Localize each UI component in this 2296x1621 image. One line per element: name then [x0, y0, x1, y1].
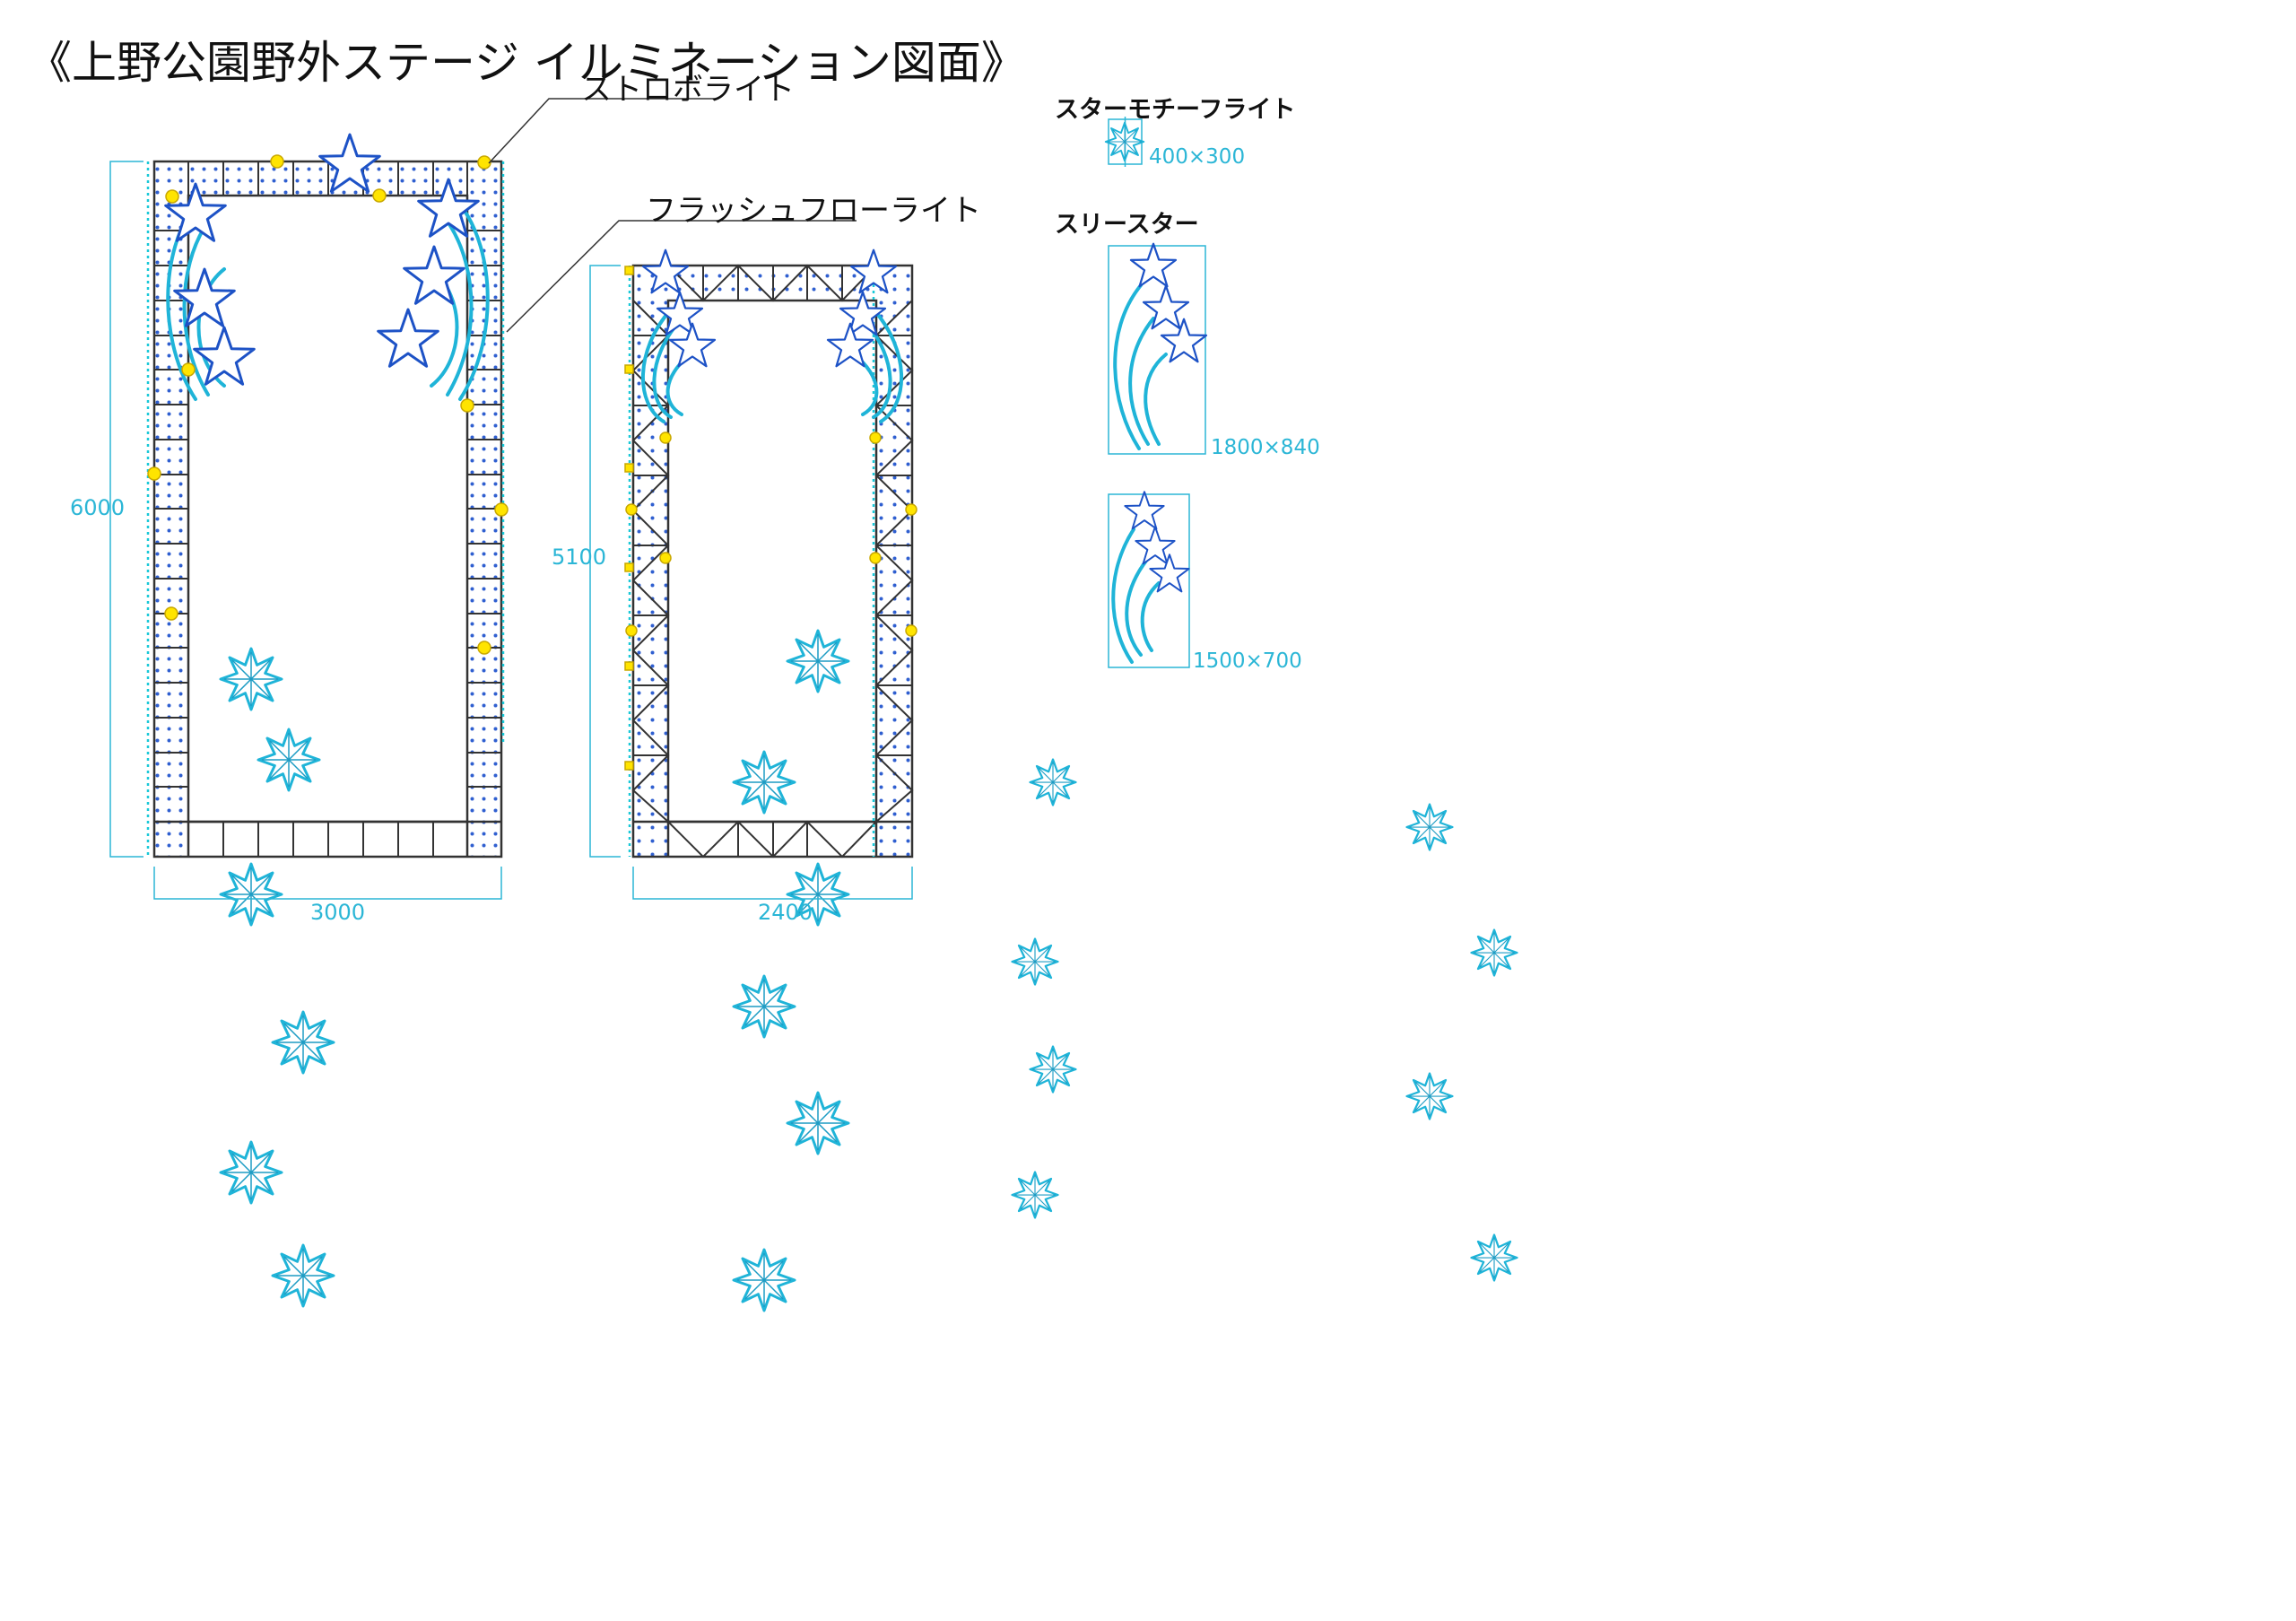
dim-frame-a-height-label: 6000 — [70, 495, 126, 520]
strobe-light-label: ストロボライト — [581, 72, 795, 108]
frame-a-outer — [152, 160, 503, 858]
frame-b-top-truss — [667, 264, 877, 302]
star-motif-icon — [219, 862, 283, 927]
strobe-light-icon — [372, 188, 387, 203]
strobe-light-icon — [624, 761, 634, 771]
star-motif-icon — [1470, 1233, 1518, 1282]
frame-b-bottom-truss — [667, 820, 877, 858]
frame-a — [146, 133, 850, 1312]
frame-a-bottom-cells — [222, 822, 434, 857]
strobe-light-icon — [869, 431, 882, 444]
strobe-light-icon — [624, 661, 634, 671]
strobe-light-icon — [869, 552, 882, 564]
strobe-light-icon — [164, 606, 178, 621]
strobe-light-icon — [625, 503, 638, 516]
dim-frame-a-width-label: 3000 — [310, 900, 366, 925]
strobe-leader — [488, 98, 718, 164]
star-icon — [403, 245, 465, 305]
strobe-light-icon — [624, 266, 634, 275]
flash-flow-light-label: フラッシュフローライト — [646, 193, 981, 229]
legend-three-star-large — [1108, 242, 1208, 455]
strobe-light-icon — [477, 155, 491, 170]
legend-three-star-heading: スリースター — [1055, 211, 1199, 239]
star-icon — [1160, 318, 1208, 363]
star-motif-icon — [257, 728, 321, 792]
star-motif-icon — [732, 750, 796, 815]
strobe-light-icon — [165, 189, 179, 204]
strobe-light-icon — [624, 562, 634, 572]
dim-frame-b-height-label: 5100 — [552, 545, 607, 570]
star-motif-icon — [1405, 1072, 1454, 1120]
frame-a-strobe-lights — [147, 154, 509, 655]
dim-frame-b-height — [589, 265, 621, 858]
legend-three-star-small-size: 1500×700 — [1193, 649, 1302, 673]
strobe-light-icon — [624, 364, 634, 374]
strobe-light-icon — [270, 154, 284, 169]
strobe-light-icon — [659, 431, 672, 444]
star-motif-icon — [1029, 1045, 1077, 1094]
strobe-light-icon — [625, 624, 638, 637]
strobe-light-icon — [494, 502, 509, 517]
strobe-light-icon — [147, 466, 161, 481]
strobe-light-icon — [477, 641, 491, 655]
star-icon — [668, 322, 717, 368]
star-icon — [1124, 491, 1165, 530]
legend-three-star-large-size: 1800×840 — [1211, 436, 1320, 459]
three-star-icon — [1113, 283, 1168, 450]
dim-frame-a-width — [153, 867, 502, 900]
strobe-light-icon — [460, 398, 474, 413]
three-star-icon — [1111, 527, 1161, 664]
callout-leaders — [488, 98, 857, 333]
legend-star-motif-sample — [1104, 117, 1145, 167]
frame-b-strobe-lights — [624, 266, 918, 771]
star-motif-icon — [732, 1248, 796, 1312]
dimension-lines — [109, 161, 913, 900]
star-icon — [826, 322, 874, 368]
star-motif-icon — [271, 1243, 335, 1308]
star-motif-icon — [1011, 937, 1059, 986]
star-motif-icon — [1470, 928, 1518, 977]
strobe-light-icon — [624, 463, 634, 473]
frame-b-left-truss — [631, 300, 670, 823]
star-motif-icon — [786, 1091, 850, 1155]
strobe-light-icon — [905, 503, 918, 516]
star-motif-icon — [219, 1140, 283, 1205]
star-motif-icon — [1405, 803, 1454, 851]
legend-three-star-small — [1108, 491, 1190, 668]
frame-a-top-cells — [187, 161, 468, 196]
frame-a-star-motifs — [219, 629, 850, 1312]
frame-b — [624, 248, 1518, 1282]
dim-frame-a-height — [109, 161, 144, 858]
frame-b-left-led-fill — [633, 301, 668, 857]
frame-b-inner — [666, 299, 878, 824]
frame-b-right-truss — [874, 300, 914, 823]
strobe-light-icon — [905, 624, 918, 637]
star-motif-icon — [1011, 1171, 1059, 1219]
strobe-light-icon — [181, 362, 196, 377]
star-motif-icon — [219, 647, 283, 711]
flash-flow-leader — [506, 220, 857, 333]
star-motif-icon — [1029, 758, 1077, 806]
star-motif-icon — [271, 1010, 335, 1075]
star-motif-icon — [1104, 121, 1145, 162]
page-title: 《上野公園野外ステージ イルミネーション図面》 — [27, 37, 1026, 89]
dim-frame-b-width — [632, 867, 913, 900]
frame-b-star-motifs — [1011, 758, 1518, 1282]
star-icon — [193, 326, 256, 386]
star-motif-icon — [732, 974, 796, 1039]
dim-frame-b-width-label: 2400 — [758, 900, 813, 925]
strobe-light-icon — [659, 552, 672, 564]
legend-star-motif-heading: スターモチーフライト — [1055, 96, 1296, 124]
star-icon — [1129, 242, 1178, 288]
star-motif-icon — [786, 629, 850, 693]
frame-b-right-led-fill — [876, 301, 912, 857]
frame-a-neon-tubes — [146, 161, 505, 857]
star-icon — [377, 308, 439, 368]
legend-star-motif-size: 400×300 — [1149, 145, 1246, 169]
